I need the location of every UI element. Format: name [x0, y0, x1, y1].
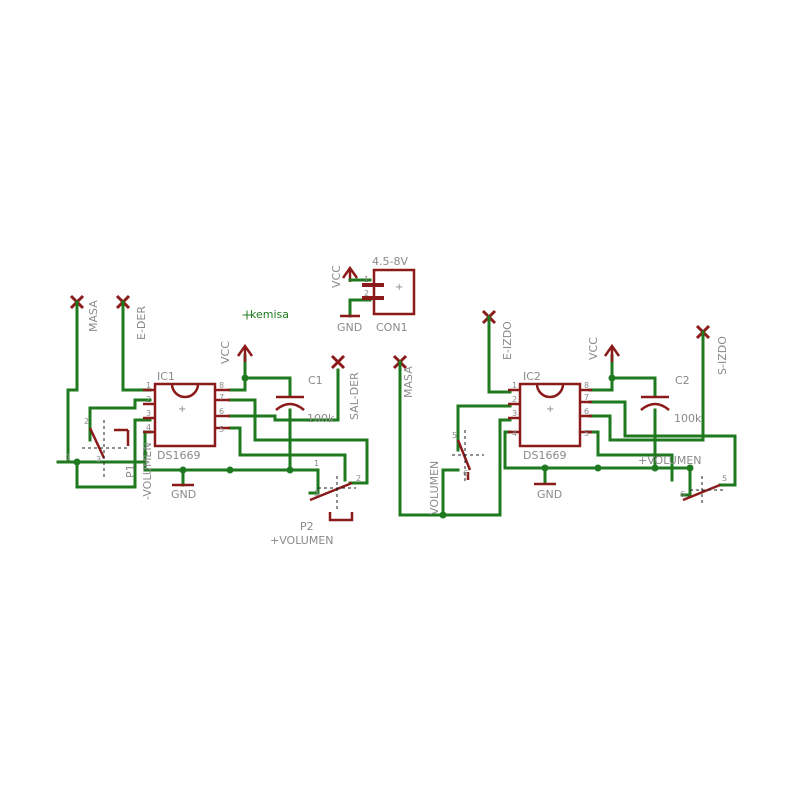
p1-potentiometer — [82, 420, 130, 478]
con-value-label: 4.5-8V — [372, 255, 408, 268]
sal-der-label: SAL-DER — [348, 372, 361, 420]
svg-text:+: + — [178, 404, 186, 415]
vol-plus-right-potentiometer — [682, 476, 725, 506]
vol-plus-left-label: +VOLUMEN — [270, 534, 334, 547]
vol-plus-right-label: +VOLUMEN — [638, 454, 702, 467]
ic1-label: IC1 — [157, 370, 175, 383]
ic2-pin-4: 4 — [512, 429, 517, 438]
right-wires — [398, 315, 737, 517]
volumen-potentiometer — [452, 430, 484, 482]
ic2-pin-1: 1 — [512, 381, 517, 390]
kemisa-marker — [242, 310, 252, 320]
gnd-right-label: GND — [537, 488, 562, 501]
ic2-chip-label: DS1669 — [523, 449, 566, 462]
svg-text:+: + — [395, 282, 403, 293]
gnd-left-label: GND — [171, 488, 196, 501]
left-junctions — [73, 374, 294, 474]
ic1-pin-6: 6 — [219, 407, 224, 416]
c1-label: C1 — [308, 374, 323, 387]
p2-label: P2 — [300, 520, 314, 533]
right-junctions — [439, 374, 694, 519]
sal-der-terminal — [330, 354, 346, 370]
p2-pin-3: 3 — [314, 489, 319, 498]
masa-left-label: MASA — [87, 300, 100, 332]
ic2-label: IC2 — [523, 370, 541, 383]
kemisa-label: kemisa — [250, 308, 289, 321]
ic1-pin-2: 2 — [146, 395, 151, 404]
right-channel-circuit: + IC2 DS1669 1 2 3 4 8 7 6 5 VCC — [392, 309, 737, 519]
con-pin-1: 1 — [364, 275, 369, 284]
volumen-pot-pin-5: 5 — [452, 431, 457, 440]
ic2-pin-3: 3 — [512, 409, 517, 418]
e-der-label: E-DER — [135, 306, 148, 340]
c2-label: C2 — [675, 374, 690, 387]
vcc-left-label: VCC — [219, 341, 232, 364]
p2-pin-2: 2 — [356, 474, 361, 483]
svg-text:+: + — [546, 404, 554, 415]
volumen-label: VOLUMEN — [428, 461, 441, 515]
ic2-chip: + — [508, 382, 592, 448]
vcc-right-symbol — [603, 343, 621, 362]
c1-capacitor — [275, 395, 305, 411]
s-izdo-label: S-IZDO — [716, 336, 729, 375]
ic2-pin-8: 8 — [584, 381, 589, 390]
ic2-pin-5: 5 — [584, 429, 589, 438]
vol-plus-pot-pin-5: 5 — [722, 474, 727, 483]
left-channel-circuit: + IC1 DS1669 1 2 3 4 8 7 6 5 VCC — [56, 294, 369, 547]
vol-minus-label: -VOLUMEN — [141, 442, 154, 500]
c2-capacitor — [640, 395, 670, 411]
con1-label: CON1 — [376, 321, 408, 334]
ic1-pin-7: 7 — [219, 393, 224, 402]
masa-right-label: MASA — [402, 366, 415, 398]
vol-plus-pot-pin-6: 6 — [680, 490, 685, 499]
ic1-pin-1: 1 — [146, 381, 151, 390]
con-pin-2: 2 — [364, 289, 369, 298]
vcc-right-label: VCC — [587, 337, 600, 360]
gnd-con-label: GND — [337, 321, 362, 334]
ic1-chip-label: DS1669 — [157, 449, 200, 462]
power-connector: + 1 2 — [340, 265, 416, 318]
ic2-pin-2: 2 — [512, 395, 517, 404]
ic1-pin-5: 5 — [219, 425, 224, 434]
vcc-left-symbol — [236, 343, 254, 362]
p1-label: P1 — [124, 464, 137, 478]
ic1-chip: + — [143, 382, 230, 448]
ic1-pin-3: 3 — [146, 409, 151, 418]
ic1-pin-8: 8 — [219, 381, 224, 390]
ic1-pin-4: 4 — [146, 423, 151, 432]
volumen-pot-pin-6: 6 — [463, 469, 468, 478]
p1-pin-2: 2 — [84, 417, 89, 426]
p1-pin-1: 1 — [66, 453, 71, 462]
ic2-pin-6: 6 — [584, 407, 589, 416]
vcc-con-label: VCC — [330, 265, 343, 288]
p2-potentiometer — [309, 476, 356, 522]
e-izdo-label: E-IZDO — [501, 321, 514, 360]
c2-value: 100k — [674, 412, 702, 425]
p1-pin-3: 3 — [96, 455, 101, 464]
c1-value: 100k — [307, 412, 335, 425]
ic2-pin-7: 7 — [584, 393, 589, 402]
p2-pin-1: 1 — [314, 459, 319, 468]
